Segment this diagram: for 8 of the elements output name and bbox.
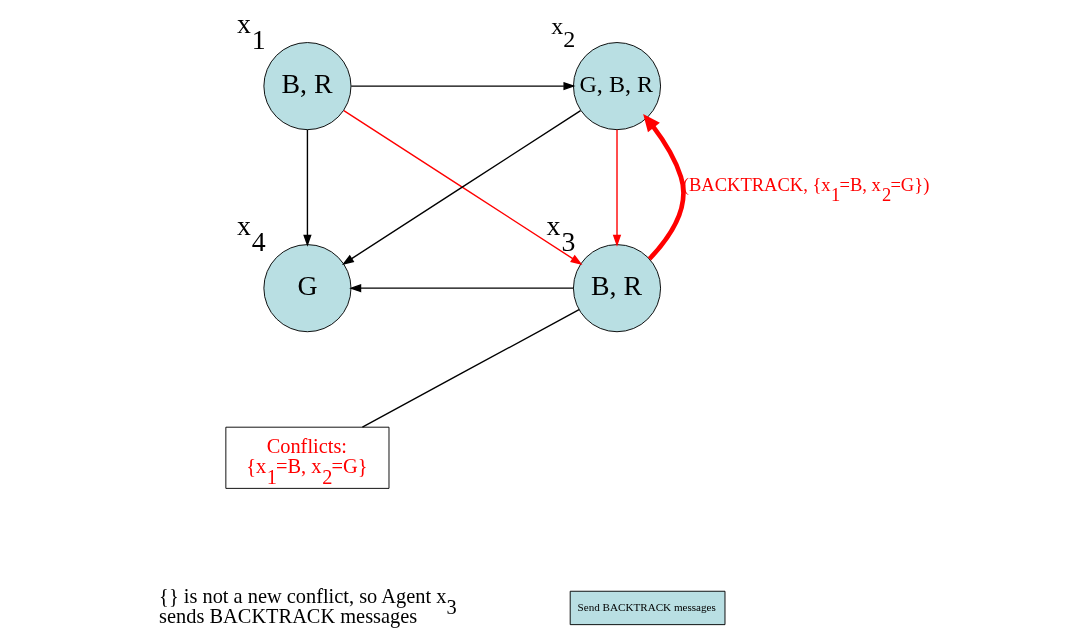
arrow — [642, 113, 686, 261]
node-box: Send BACKTRACK messages — [569, 590, 725, 626]
arrow — [350, 81, 575, 91]
arrow — [612, 129, 621, 247]
connector — [361, 308, 580, 428]
node-circle: B, R — [262, 42, 351, 131]
arrow — [302, 129, 312, 247]
arrow — [348, 283, 574, 293]
